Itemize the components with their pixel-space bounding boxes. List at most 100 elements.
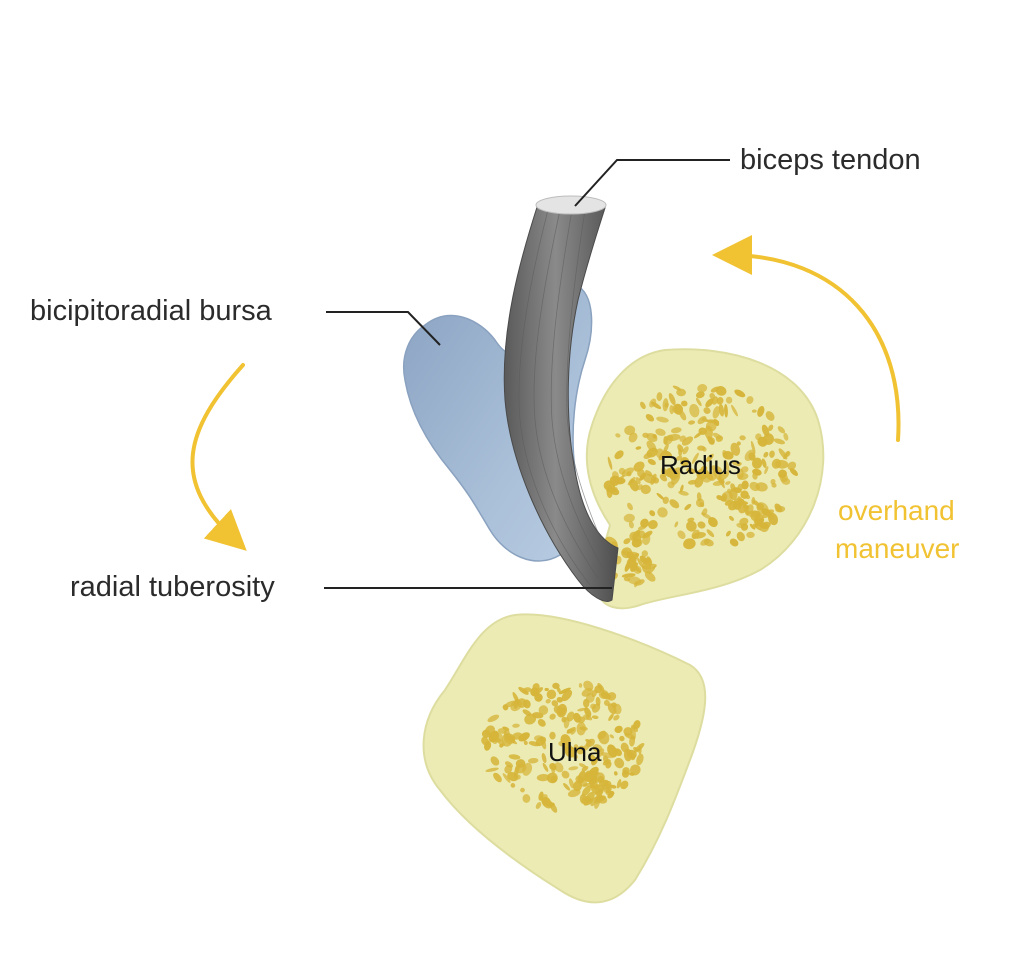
leader-biceps-tendon bbox=[574, 159, 730, 207]
marrow-spot bbox=[546, 772, 558, 784]
marrow-spot bbox=[739, 435, 746, 441]
marrow-spot bbox=[487, 714, 500, 723]
marrow-spot bbox=[564, 744, 573, 754]
marrow-spot bbox=[484, 740, 492, 751]
marrow-spot bbox=[536, 773, 550, 782]
marrow-spot bbox=[502, 773, 511, 783]
marrow-spot bbox=[731, 404, 738, 417]
marrow-spot bbox=[691, 529, 700, 540]
marrow-spot bbox=[661, 466, 667, 478]
marrow-spot bbox=[556, 703, 568, 718]
marrow-spot bbox=[568, 778, 574, 789]
marrow-spot bbox=[737, 483, 744, 491]
marrow-spot bbox=[763, 451, 769, 458]
marrow-spot bbox=[624, 425, 636, 436]
marrow-spot bbox=[722, 451, 734, 460]
marrow-spot bbox=[783, 450, 790, 460]
marrow-spot bbox=[642, 530, 653, 539]
marrow-spot bbox=[556, 696, 563, 703]
marrow-spot bbox=[576, 745, 585, 755]
marrow-spot bbox=[674, 521, 679, 528]
marrow-spot bbox=[680, 484, 684, 493]
marrow-spot bbox=[535, 736, 547, 747]
marrow-spot bbox=[522, 687, 532, 693]
marrow-spot bbox=[621, 770, 630, 778]
marrow-spot bbox=[614, 725, 623, 734]
marrow-spot bbox=[594, 685, 603, 694]
marrow-spot bbox=[664, 450, 673, 458]
marrow-spot bbox=[532, 687, 544, 696]
marrow-spot bbox=[688, 420, 696, 425]
marrow-spot bbox=[696, 471, 703, 476]
marrow-spot bbox=[730, 442, 741, 456]
marrow-spot bbox=[642, 432, 649, 438]
marrow-spot bbox=[614, 757, 625, 769]
marrow-spot bbox=[721, 493, 728, 500]
marrow-spot bbox=[775, 459, 789, 469]
marrow-spot bbox=[603, 699, 610, 706]
marrow-spot bbox=[694, 475, 704, 488]
marrow-spot bbox=[716, 495, 724, 501]
marrow-spot bbox=[609, 734, 615, 739]
marrow-spot bbox=[595, 696, 601, 707]
marrow-spot bbox=[679, 410, 687, 421]
marrow-spot bbox=[627, 476, 636, 486]
marrow-spot bbox=[682, 446, 689, 455]
marrow-spot bbox=[648, 565, 656, 575]
marrow-spot bbox=[497, 728, 507, 734]
marrow-spot bbox=[538, 791, 544, 801]
marrow-spot bbox=[736, 523, 744, 529]
overhand-maneuver-label-line1: overhand bbox=[838, 495, 955, 526]
marrow-spot bbox=[656, 392, 663, 402]
marrow-spot bbox=[640, 401, 646, 410]
marrow-spot bbox=[646, 556, 653, 566]
marrow-spot bbox=[523, 740, 528, 746]
marrow-spot bbox=[590, 703, 596, 710]
tendon-body bbox=[503, 203, 619, 602]
marrow-spot bbox=[689, 403, 700, 418]
marrow-spot bbox=[691, 452, 699, 464]
marrow-spot bbox=[773, 438, 785, 445]
marrow-spot bbox=[729, 538, 739, 547]
marrow-spot bbox=[578, 716, 586, 724]
marrow-spot bbox=[563, 716, 570, 729]
marrow-spot bbox=[583, 680, 594, 691]
marrow-spot bbox=[544, 687, 549, 692]
marrow-spot bbox=[556, 686, 561, 693]
marrow-spot bbox=[652, 477, 660, 484]
tendon-fiber-lines bbox=[518, 209, 611, 586]
marrow-spot bbox=[608, 713, 614, 721]
marrow-spot bbox=[621, 467, 634, 477]
marrow-spot bbox=[573, 744, 579, 751]
marrow-spot bbox=[518, 732, 530, 742]
bicipitoradial-bursa-label: bicipitoradial bursa bbox=[30, 295, 273, 327]
marrow-spot bbox=[541, 753, 547, 764]
marrow-spot bbox=[549, 762, 557, 771]
marrow-spot bbox=[752, 523, 762, 531]
marrow-spot bbox=[705, 398, 714, 408]
marrow-spot bbox=[490, 733, 498, 745]
marrow-spot bbox=[644, 571, 656, 582]
marrow-spot bbox=[695, 498, 705, 508]
marrow-spot bbox=[612, 749, 619, 755]
marrow-spot bbox=[573, 755, 578, 760]
marrow-spot bbox=[551, 700, 559, 707]
marrow-spot bbox=[623, 513, 635, 523]
marrow-spot bbox=[666, 467, 679, 480]
marrow-spot bbox=[732, 461, 742, 466]
marrow-spot bbox=[635, 579, 645, 586]
marrow-spot bbox=[724, 459, 730, 472]
marrow-spot bbox=[499, 743, 504, 748]
overhand-maneuver-label-line2: maneuver bbox=[835, 533, 960, 564]
marrow-spot bbox=[767, 512, 779, 526]
marrow-spot bbox=[613, 714, 620, 721]
marrow-spot bbox=[508, 754, 521, 760]
radius-label: Radius bbox=[660, 450, 741, 480]
marrow-spot bbox=[549, 731, 556, 740]
marrow-spot bbox=[728, 515, 735, 521]
marrow-spot bbox=[677, 444, 684, 453]
marrow-spot bbox=[696, 492, 702, 502]
marrow-spot bbox=[627, 551, 639, 558]
marrow-spot bbox=[535, 802, 542, 809]
marrow-spot bbox=[679, 457, 690, 467]
